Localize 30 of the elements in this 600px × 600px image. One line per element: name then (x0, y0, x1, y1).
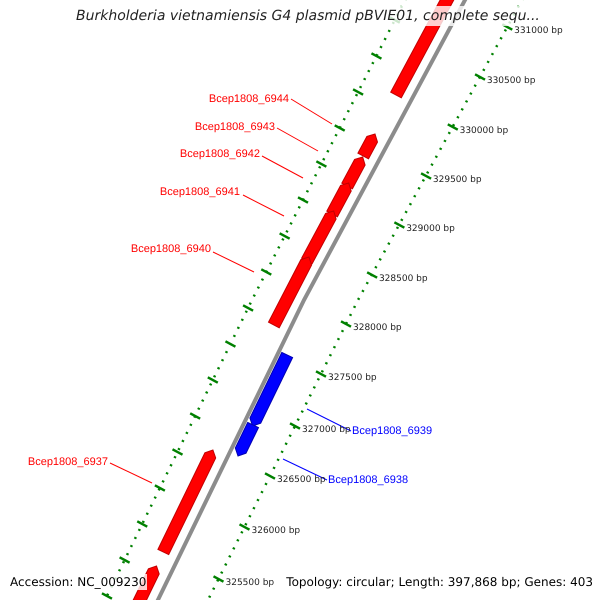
tick-label: 327000 bp (302, 425, 351, 436)
footer-text: Accession: NC_009230 (9, 574, 148, 590)
tick-label: 325500 bp (226, 578, 274, 589)
gene-label: Bcep1808_6940 (130, 242, 211, 256)
gene-label: Bcep1808_6944 (208, 92, 289, 106)
tick-label: 326500 bp (277, 475, 326, 486)
leader-line (110, 462, 152, 484)
leader-line (212, 252, 254, 272)
leader-line (242, 194, 284, 216)
gene-label: Bcep1808_6943 (194, 120, 275, 134)
tick-label: 330000 bp (460, 126, 508, 137)
leader-line (306, 408, 352, 432)
leader-line (262, 156, 304, 178)
gene-label: Bcep1808_6939 (352, 424, 432, 438)
tick-label: 329000 bp (406, 224, 455, 235)
tick-label: 328000 bp (353, 323, 402, 334)
tick-label: 326000 bp (252, 526, 300, 537)
tick-label: 328500 bp (378, 274, 428, 285)
gene-label: Bcep1808_6942 (180, 147, 260, 161)
tick-label: 331000 bp (514, 26, 563, 37)
footer-text: Topology: circular; Length: 397,868 bp; Genes: 403 (285, 574, 594, 590)
gene-label: Bcep1808_6938 (328, 473, 408, 487)
gene-label: Bcep1808_6937 (28, 455, 108, 469)
tick-label: 327500 bp (328, 373, 377, 384)
leader-line (290, 98, 332, 124)
tick-label: 329500 bp (432, 175, 482, 186)
leader-line (276, 128, 318, 152)
tick-label: 330500 bp (486, 76, 536, 87)
gene-label: Bcep1808_6941 (160, 185, 240, 199)
leader-line (282, 458, 328, 480)
